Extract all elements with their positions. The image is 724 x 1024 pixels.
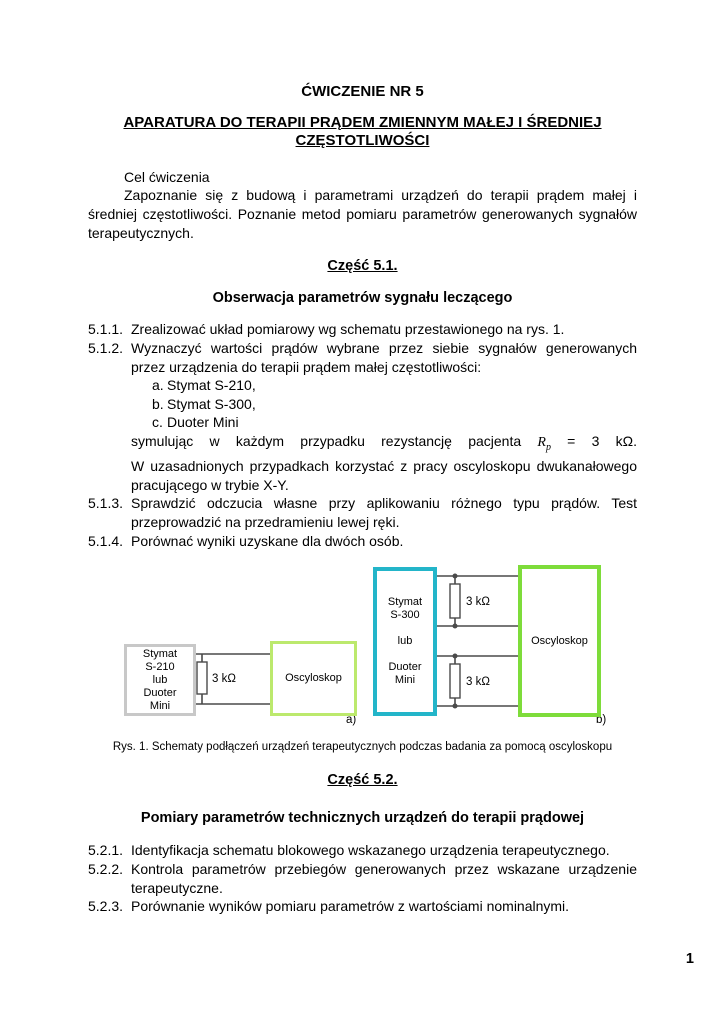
part2-list: 5.2.1. Identyfikacja schematu blokowego w…	[88, 841, 637, 915]
device-box-stymat-s300: Stymat S-300 lub Duoter Mini	[373, 567, 437, 717]
device-label-line: Stymat	[142, 647, 178, 660]
subfigure-label-b: b)	[596, 714, 606, 726]
item-number: 5.2.1.	[88, 842, 124, 859]
list-item-5-1-3: 5.1.3. Sprawdzić odczucia własne przy apl…	[88, 494, 637, 531]
symbol-subscript: p	[545, 441, 551, 453]
item-number: 5.1.2.	[88, 339, 124, 356]
document-heading: APARATURA DO TERAPII PRĄDEM ZMIENNYM MAŁ…	[123, 113, 602, 150]
sub-item-b: b.Stymat S-300,	[152, 395, 637, 414]
device-label-group: Duoter Mini	[388, 661, 421, 687]
device-label-line: Stymat	[387, 596, 423, 609]
resistor-body	[196, 661, 208, 695]
list-item-5-1-4: 5.1.4. Porównać wyniki uzyskane dla dwóch…	[88, 532, 637, 551]
resistor-bodies	[196, 583, 461, 699]
resistor-body	[449, 583, 461, 619]
item-5-1-2-continuation-rest: W uzasadnionych przypadkach korzystać z …	[131, 458, 637, 493]
intro-paragraph: Zapoznanie się z budową i parametrami ur…	[88, 187, 637, 241]
list-item-5-2-3: 5.2.3. Porównanie wyników pomiaru paramet…	[88, 897, 637, 916]
item-number: 5.1.1.	[88, 321, 124, 338]
device-label-line: S-210	[145, 660, 175, 673]
continuation-text: = 3 kΩ.	[550, 432, 637, 449]
figure-rys-1: 3 kΩ 3 kΩ 3 kΩ a) b) Stymat S-210 lub Du…	[0, 560, 724, 726]
list-item-5-2-1: 5.2.1. Identyfikacja schematu blokowego w…	[88, 841, 637, 860]
item-5-1-2-continuation-line: symulując w każdym przypadku rezystancję…	[88, 432, 637, 457]
page-number: 1	[685, 951, 694, 967]
list-item-5-1-2: 5.1.2. Wyznaczyć wartości prądów wybrane …	[88, 339, 637, 376]
subfigure-label-a: a)	[346, 714, 356, 726]
item-number: 5.2.3.	[88, 898, 124, 915]
resistor-label: 3 kΩ	[212, 673, 236, 685]
item-number: 5.1.4.	[88, 532, 124, 549]
item-number: 5.1.3.	[88, 495, 124, 512]
part2-subtitle: Pomiary parametrów technicznych urządzeń…	[140, 809, 585, 826]
item-text: Sprawdzić odczucia własne przy aplikowan…	[131, 495, 637, 531]
resistance-symbol: Rp	[537, 434, 551, 453]
part1-subtitle: Obserwacja parametrów sygnału leczącego	[212, 289, 513, 306]
device-label-line: Duoter	[388, 661, 422, 674]
oscilloscope-box-b: Oscyloskop	[518, 565, 601, 718]
item-text: Kontrola parametrów przebiegów generowan…	[131, 861, 637, 896]
sub-item-text: Stymat S-300,	[167, 395, 256, 412]
junction-dot	[452, 573, 458, 579]
continuation-text: symulując w każdym przypadku rezystancję…	[131, 432, 538, 449]
device-label-line: Mini	[394, 674, 416, 687]
item-number: 5.2.2.	[88, 861, 124, 878]
device-label-line: Duoter	[143, 686, 177, 699]
junction-dot	[452, 703, 458, 709]
sub-item-text: Duoter Mini	[167, 414, 239, 431]
item-text: Zrealizować układ pomiarowy wg schematu …	[131, 321, 565, 338]
part2-title: Część 5.2.	[327, 772, 398, 789]
sub-item-c: c.Duoter Mini	[152, 413, 637, 432]
item-text: Porównanie wyników pomiaru parametrów z …	[131, 898, 570, 915]
part1-title: Część 5.1.	[327, 258, 398, 275]
resistor-body	[449, 663, 461, 699]
figure-caption: Rys. 1. Schematy podłączeń urządzeń tera…	[112, 741, 613, 754]
oscilloscope-label: Oscyloskop	[531, 634, 588, 647]
list-item-5-2-2: 5.2.2. Kontrola parametrów przebiegów gen…	[88, 860, 637, 897]
item-text: Wyznaczyć wartości prądów wybrane przez …	[131, 339, 637, 375]
device-label-line: S-300	[390, 609, 420, 622]
circuit-diagram: 3 kΩ 3 kΩ 3 kΩ a) b)	[196, 573, 606, 726]
resistor-label: 3 kΩ	[466, 676, 490, 688]
document-title: ĆWICZENIE NR 5	[301, 83, 424, 100]
symbol-letter: R	[537, 434, 546, 450]
oscilloscope-label: Oscyloskop	[285, 672, 342, 685]
device-box-stymat-s210: Stymat S-210 lub Duoter Mini	[124, 644, 196, 717]
list-item-5-1-1: 5.1.1. Zrealizować układ pomiarowy wg sch…	[88, 320, 637, 339]
sub-item-letter: a.	[152, 377, 164, 394]
sub-item-letter: c.	[152, 414, 163, 431]
oscilloscope-box-a: Oscyloskop	[270, 641, 357, 717]
device-label-line: lub	[397, 635, 413, 648]
part1-list: 5.1.1. Zrealizować układ pomiarowy wg sch…	[88, 320, 637, 550]
item-text: Porównać wyniki uzyskane dla dwóch osób.	[131, 532, 404, 549]
junction-dots	[452, 573, 458, 709]
resistor-label: 3 kΩ	[466, 596, 490, 608]
device-label-line: Mini	[149, 699, 171, 712]
junction-dot	[452, 623, 458, 629]
device-label-group: lub	[398, 635, 413, 648]
intro-label: Cel ćwiczenia	[124, 168, 210, 185]
sub-item-text: Stymat S-210,	[167, 377, 256, 394]
sub-item-a: a.Stymat S-210,	[152, 376, 637, 395]
item-text: Identyfikacja schematu blokowego wskazan…	[131, 842, 610, 859]
figure-labels: 3 kΩ 3 kΩ 3 kΩ a) b)	[212, 596, 606, 726]
sub-item-letter: b.	[152, 395, 164, 412]
junction-dot	[452, 653, 458, 659]
device-label-group: Stymat S-300	[388, 596, 422, 622]
device-label-line: lub	[152, 673, 168, 686]
